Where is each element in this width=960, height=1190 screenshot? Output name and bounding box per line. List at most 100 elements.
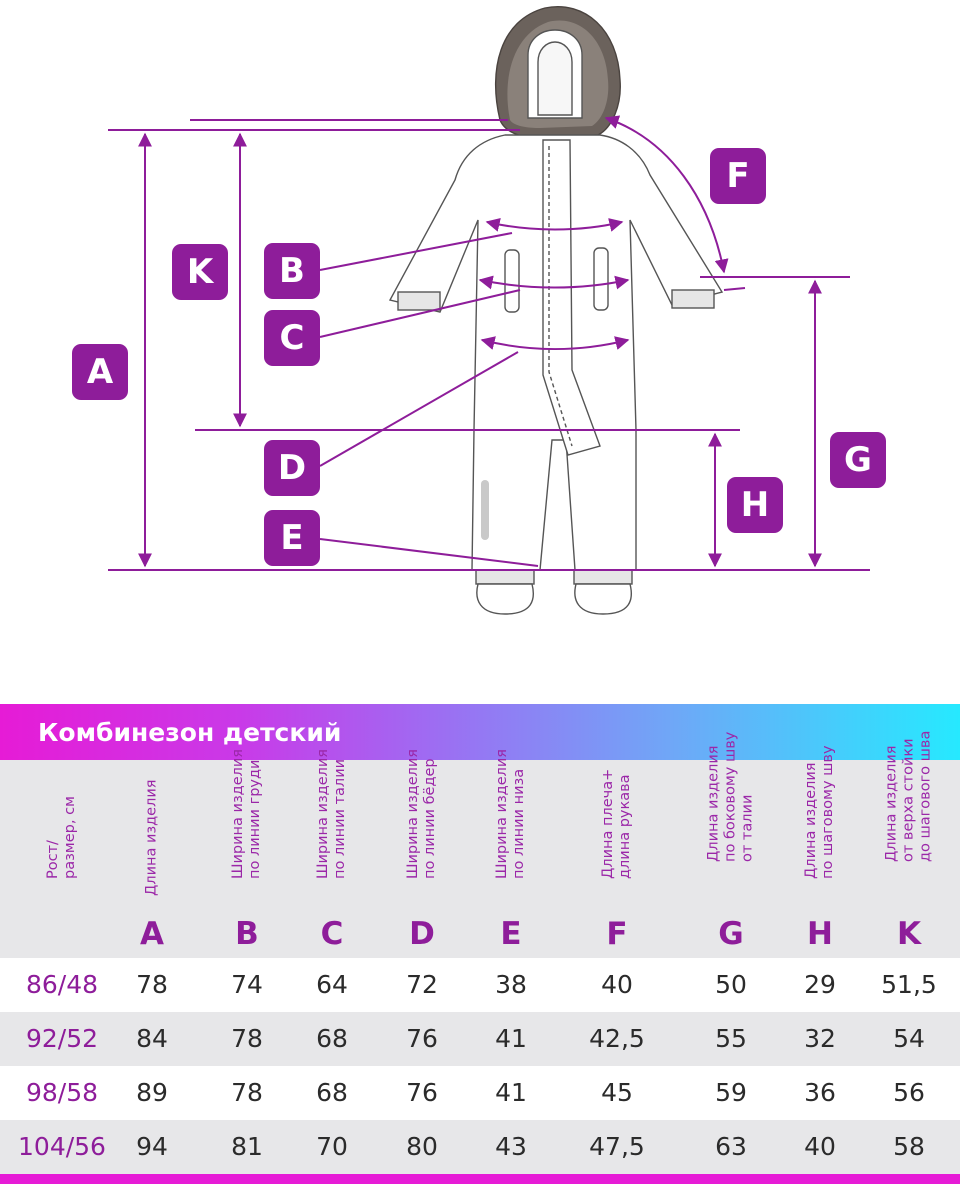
svg-text:D: D [278, 448, 306, 488]
value-cell: 64 [316, 970, 348, 999]
table-row: 92/52 84 78 68 76 41 42,5 55 32 54 [0, 1012, 960, 1066]
value-cell: 41 [495, 1078, 527, 1107]
table-body: 86/48 78 74 64 72 38 40 50 29 51,5 92/52 84 78 68 76 41… [0, 958, 960, 1174]
badge-A: A [72, 344, 128, 400]
table-title: Комбинезон детский [38, 717, 342, 747]
value-cell: 78 [136, 970, 168, 999]
badge-K: K [172, 244, 228, 300]
value-cell: 68 [316, 1024, 348, 1053]
garment-measurement-diagram: A K B C D E F G H [72, 6, 886, 615]
badge-G: G [830, 432, 886, 488]
value-cell: 76 [406, 1078, 438, 1107]
size-table: Комбинезон детский Рост/ размер, см Длина… [0, 704, 960, 1184]
header-label: Длина плеча+ длина рукава [600, 768, 633, 879]
header-column: Рост/ размер, см [18, 760, 106, 958]
value-cell: 45 [601, 1078, 633, 1107]
header-label: Ширина изделия по линии талии [315, 748, 348, 879]
table-row: 104/56 94 81 70 80 43 47,5 63 40 58 [0, 1120, 960, 1174]
header-letter: K [896, 916, 922, 952]
value-cell: 43 [495, 1132, 527, 1161]
size-cell: 98/58 [25, 1078, 99, 1107]
header-letter: B [235, 916, 259, 952]
header-letter: A [140, 916, 164, 952]
header-label: Длина изделия по шаговому шву [803, 745, 836, 879]
badge-B: B [264, 243, 320, 299]
value-cell: 70 [316, 1132, 348, 1161]
value-cell: 47,5 [589, 1132, 645, 1161]
badge-E: E [264, 510, 320, 566]
svg-text:C: C [280, 318, 305, 358]
header-label: Ширина изделия по линии низа [494, 748, 527, 879]
svg-text:F: F [726, 156, 749, 196]
value-cell: 89 [136, 1078, 168, 1107]
header-letter: H [807, 916, 833, 952]
header-letter: D [409, 916, 435, 952]
badge-H: H [727, 477, 783, 533]
header-letter: F [606, 916, 628, 952]
table-row: 86/48 78 74 64 72 38 40 50 29 51,5 [0, 958, 960, 1012]
svg-text:B: B [279, 251, 305, 291]
table-title-bar: Комбинезон детский [0, 704, 960, 760]
measurement-lines [108, 115, 870, 571]
size-cell: 104/56 [18, 1132, 106, 1161]
bottom-accent-bar [0, 1174, 960, 1184]
value-cell: 36 [804, 1078, 836, 1107]
table-row: 98/58 89 78 68 76 41 45 59 36 56 [0, 1066, 960, 1120]
svg-text:E: E [280, 518, 303, 558]
value-cell: 72 [406, 970, 438, 999]
value-cell: 63 [715, 1132, 747, 1161]
header-column: Длина изделия от верха стойки до шаговог… [865, 731, 953, 958]
header-letter: C [320, 916, 344, 952]
value-cell: 76 [406, 1024, 438, 1053]
value-cell: 68 [316, 1078, 348, 1107]
value-cell: 58 [893, 1132, 925, 1161]
svg-text:A: A [87, 352, 114, 392]
value-cell: 50 [715, 970, 747, 999]
value-cell: 54 [893, 1024, 925, 1053]
badge-D: D [264, 440, 320, 496]
header-letter: G [718, 916, 744, 952]
header-label: Длина изделия от верха стойки до шаговог… [883, 730, 934, 862]
badge-C: C [264, 310, 320, 366]
svg-text:H: H [741, 485, 769, 525]
value-cell: 56 [893, 1078, 925, 1107]
size-cell: 86/48 [25, 970, 99, 999]
value-cell: 78 [231, 1078, 263, 1107]
value-cell: 59 [715, 1078, 747, 1107]
value-cell: 38 [495, 970, 527, 999]
header-label: Длина изделия [143, 779, 160, 897]
badge-F: F [710, 148, 766, 204]
value-cell: 81 [231, 1132, 263, 1161]
size-cell: 92/52 [25, 1024, 99, 1053]
header-label: Ширина изделия по линии бёдер [405, 748, 438, 879]
value-cell: 29 [804, 970, 836, 999]
svg-text:G: G [844, 440, 872, 480]
snowsuit-illustration [388, 6, 724, 615]
value-cell: 74 [231, 970, 263, 999]
value-cell: 78 [231, 1024, 263, 1053]
value-cell: 40 [804, 1132, 836, 1161]
header-label: Длина изделия по боковому шву от талии [705, 731, 756, 862]
value-cell: 80 [406, 1132, 438, 1161]
value-cell: 40 [601, 970, 633, 999]
header-label: Ширина изделия по линии груди [230, 748, 263, 879]
value-cell: 41 [495, 1024, 527, 1053]
value-cell: 51,5 [881, 970, 937, 999]
header-letter: E [500, 916, 522, 952]
value-cell: 42,5 [589, 1024, 645, 1053]
header-label: Рост/ размер, см [45, 796, 78, 879]
value-cell: 55 [715, 1024, 747, 1053]
value-cell: 94 [136, 1132, 168, 1161]
value-cell: 84 [136, 1024, 168, 1053]
svg-text:K: K [187, 252, 215, 292]
value-cell: 32 [804, 1024, 836, 1053]
